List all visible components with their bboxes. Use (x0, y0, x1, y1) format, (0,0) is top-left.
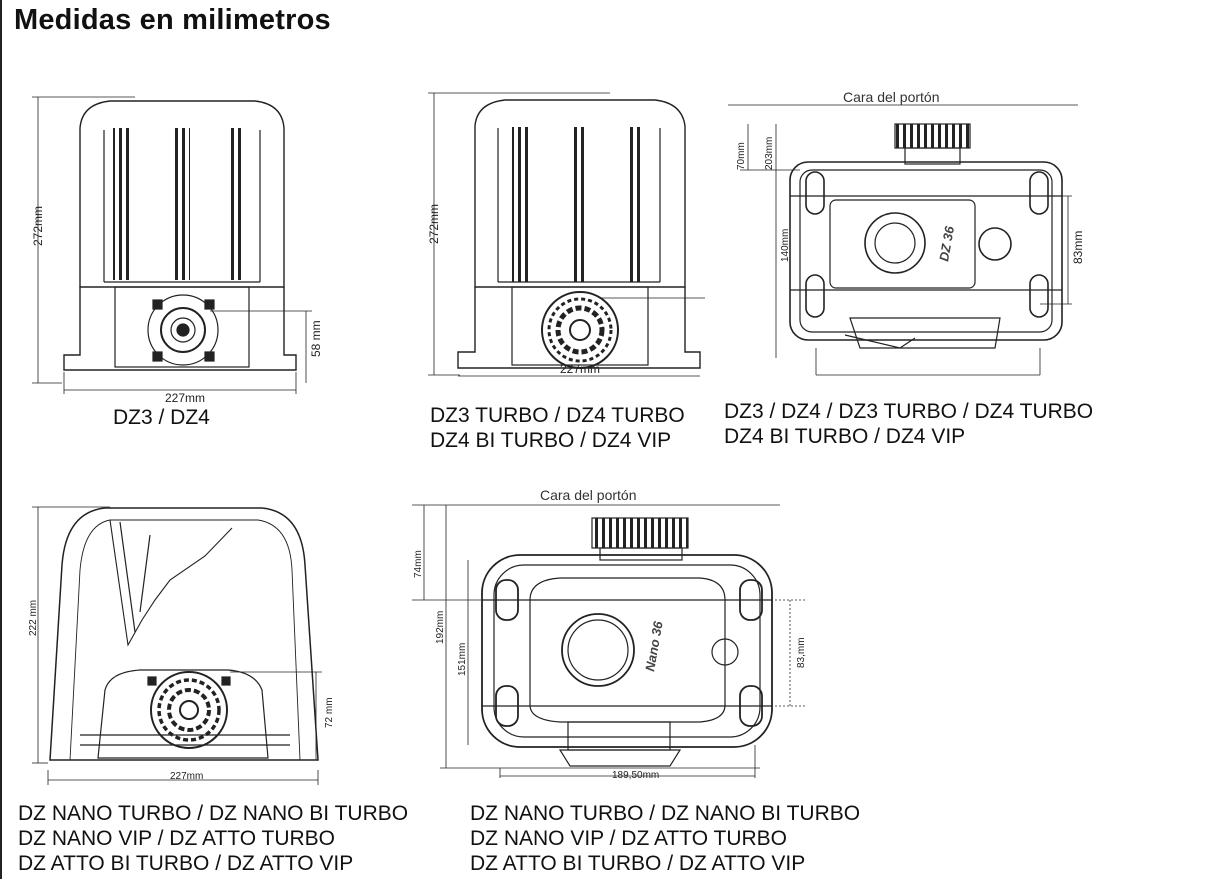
panel4-front-view (32, 506, 322, 785)
panel5-logo: Nano 36 (642, 619, 666, 672)
panel5-top-view (412, 504, 805, 778)
panel3-caption-line: DZ3 / DZ4 / DZ3 TURBO / DZ4 TURBO (724, 400, 1094, 423)
panel3-caption-line: DZ4 BI TURBO / DZ4 VIP (724, 425, 966, 448)
panel1-caption-line: DZ3 / DZ4 (113, 406, 210, 429)
panel2-caption-line: DZ3 TURBO / DZ4 TURBO (430, 404, 685, 427)
panel5-dim-189: 189,50mm (612, 770, 659, 781)
panel5-caption-line: DZ NANO VIP / DZ ATTO TURBO (470, 827, 787, 850)
panel4-pinion-label: 72 mm (324, 697, 335, 728)
panel1-pinion-label: 58 mm (309, 320, 323, 357)
panel5-dim-74: 74mm (413, 550, 424, 578)
panel5-gate-face: Cara del portón (540, 487, 637, 503)
panel2-width-label: 227mm (560, 362, 600, 376)
panel2-caption-line: DZ4 BI TURBO / DZ4 VIP (430, 429, 672, 452)
panel4-height-label: 222 mm (28, 600, 39, 636)
panel1-width-label: 227mm (165, 391, 205, 405)
panel5-caption-line: DZ ATTO BI TURBO / DZ ATTO VIP (470, 852, 806, 875)
panel1-caption: DZ3 / DZ4 (113, 405, 210, 430)
panel5-caption-line: DZ NANO TURBO / DZ NANO BI TURBO (470, 802, 861, 825)
left-border-line (0, 0, 2, 879)
panel4-caption-line: DZ ATTO BI TURBO / DZ ATTO VIP (18, 852, 354, 875)
panel1-front-view (32, 96, 312, 394)
panel3-dim-140: 140mm (780, 229, 791, 262)
panel5-caption: DZ NANO TURBO / DZ NANO BI TURBO DZ NANO… (470, 801, 860, 876)
panel4-width-label: 227mm (170, 771, 203, 782)
panel3-dim-203: 203mm (764, 137, 775, 170)
panel4-caption-line: DZ NANO TURBO / DZ NANO BI TURBO (18, 802, 409, 825)
panel2-height-label: 272mm (427, 204, 441, 244)
panel5-dim-83: 83,mm (796, 637, 807, 668)
panel4-caption: DZ NANO TURBO / DZ NANO BI TURBO DZ NANO… (18, 801, 408, 876)
panel3-dim-70: 70mm (736, 142, 747, 170)
panel4-caption-line: DZ NANO VIP / DZ ATTO TURBO (18, 827, 335, 850)
panel3-gate-face: Cara del portón (843, 89, 940, 105)
panel3-caption: DZ3 / DZ4 / DZ3 TURBO / DZ4 TURBO DZ4 BI… (724, 399, 1093, 449)
panel3-top-view (728, 104, 1078, 376)
panel3-logo: DZ 36 (936, 224, 957, 262)
panel2-front-view (428, 92, 705, 377)
panel5-dim-192: 192mm (435, 611, 446, 644)
panel1-height-label: 272mm (31, 206, 45, 246)
page-title: Medidas en milimetros (14, 4, 331, 36)
panel5-dim-151: 151mm (457, 643, 468, 676)
panel3-dim-83: 83mm (1071, 231, 1085, 264)
panel2-caption: DZ3 TURBO / DZ4 TURBO DZ4 BI TURBO / DZ4… (430, 403, 685, 453)
